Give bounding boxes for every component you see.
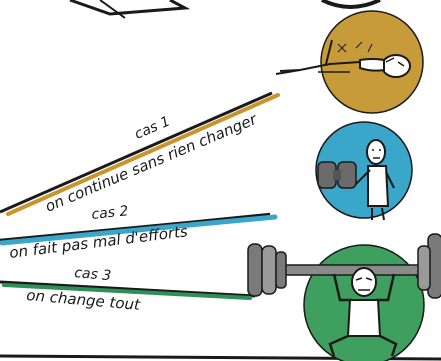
cas2-circle	[316, 122, 412, 220]
cas1-circle	[276, 11, 423, 113]
cas2-label: cas 2	[91, 203, 129, 223]
top-partial-sketch	[70, 0, 380, 18]
cas3-circle	[248, 234, 441, 361]
cas2-caption: on fait pas mal d'efforts	[8, 222, 189, 262]
cas3-label: cas 3	[74, 265, 112, 284]
cas1-line	[0, 93, 278, 214]
